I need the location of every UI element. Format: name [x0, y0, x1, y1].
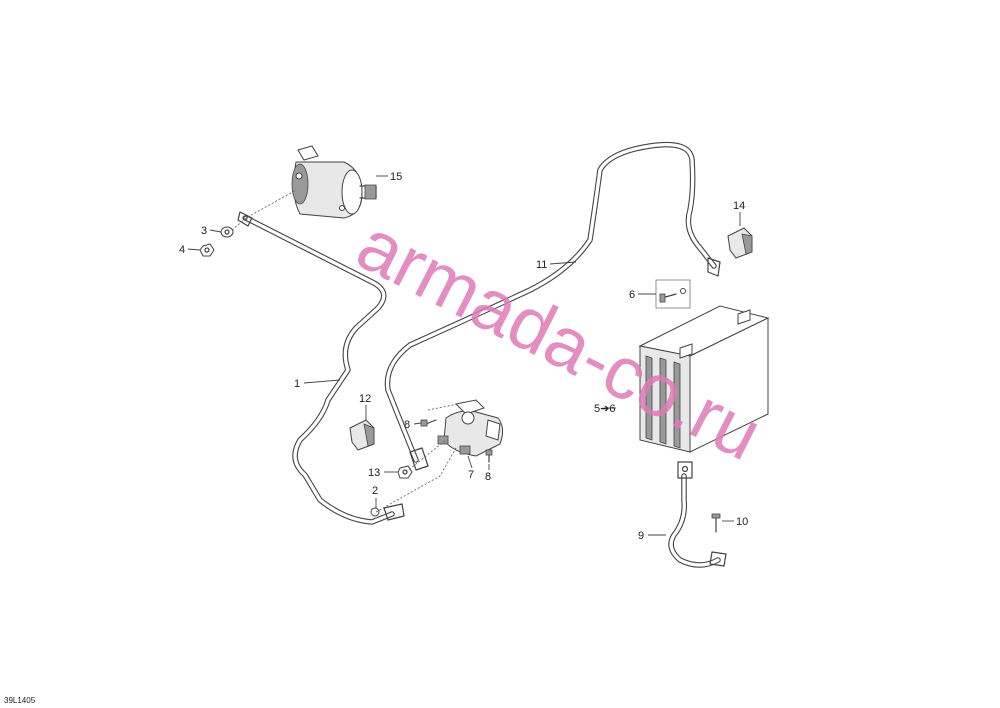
alignment-lines: [231, 189, 459, 513]
callout-12: 12: [359, 393, 371, 405]
callout-4: 4: [179, 244, 185, 256]
callout-9: 9: [638, 530, 644, 542]
callout-14: 14: [733, 200, 745, 212]
starter-motor: [291, 145, 377, 219]
leader-lines: [187, 175, 741, 536]
callout-10: 10: [736, 516, 748, 528]
bolt-6-inset: [655, 279, 691, 309]
callout-3: 3: [201, 225, 207, 237]
terminal-boot-14: [727, 227, 753, 259]
nuts-and-washers: [199, 226, 413, 517]
callout-13: 13: [368, 467, 380, 479]
callout-7: 7: [468, 469, 474, 481]
bolt-10: [711, 513, 721, 533]
callout-2: 2: [372, 485, 378, 497]
battery-positive-cable: [384, 141, 721, 471]
battery: [638, 305, 770, 453]
starter-solenoid: [437, 399, 504, 457]
callout-6: 6: [629, 289, 635, 301]
callout-5-6: 5➔6: [594, 403, 615, 415]
callout-15: 15: [390, 171, 402, 183]
starter-cable: [237, 211, 405, 525]
battery-negative-cable: [668, 461, 727, 568]
terminal-boot-12: [349, 419, 375, 451]
callout-8-left: 8: [404, 419, 410, 431]
callout-11: 11: [536, 259, 547, 271]
callout-1: 1: [294, 378, 300, 390]
document-id: 39L1405: [4, 696, 36, 705]
callout-8-right: 8: [485, 471, 491, 483]
